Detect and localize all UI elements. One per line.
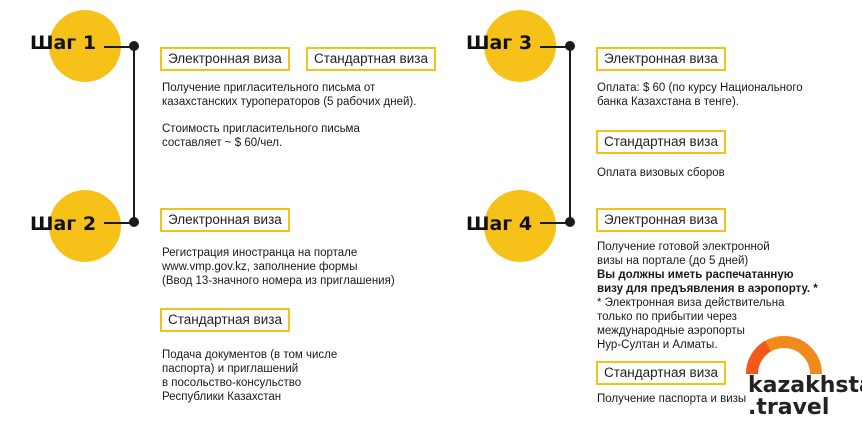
step-3-evisa-description: Оплата: $ 60 (по курсу Национального бан…	[597, 82, 803, 108]
step-3-stdvisa-description: Оплата визовых сборов	[597, 167, 725, 179]
step-3-evisa-tag: Электронная виза	[596, 47, 726, 71]
step-2-stdvisa-description: Подача документов (в том числе паспорта)…	[162, 349, 338, 403]
step-4-stdvisa-description: Получение паспорта и визы	[597, 393, 747, 405]
step-2-label: Шаг 2	[30, 213, 97, 235]
step-1-description: Получение пригласительного письма от каз…	[162, 82, 417, 108]
step-4-stdvisa-tag: Стандартная виза	[596, 361, 726, 385]
logo-text-line1: kazakhstan	[748, 373, 862, 398]
connector-step-3	[540, 46, 570, 48]
step-3-label: Шаг 3	[466, 32, 533, 54]
step-1-label: Шаг 1	[30, 32, 97, 54]
step-2-circle	[49, 190, 121, 262]
logo-text-line2: .travel	[748, 395, 830, 420]
timeline-dot-4	[565, 217, 575, 227]
step-1-stdvisa-tag: Стандартная виза	[306, 47, 436, 71]
timeline-right	[569, 46, 571, 223]
connector-step-1	[104, 46, 134, 48]
step-1-evisa-tag: Электронная виза	[160, 47, 290, 71]
step-2-stdvisa-tag: Стандартная виза	[160, 308, 290, 332]
step-4-evisa-tag: Электронная виза	[596, 208, 726, 232]
step-4-evisa-note: * Электронная виза действительна только …	[597, 297, 785, 351]
step-4-evisa-warning: Вы должны иметь распечатанную визу для п…	[597, 269, 818, 295]
connector-step-4	[540, 222, 570, 224]
kazakhstan-travel-logo-icon	[745, 336, 822, 375]
step-4-circle	[484, 190, 556, 262]
step-3-stdvisa-tag: Стандартная виза	[596, 130, 726, 154]
step-2-evisa-description: Регистрация иностранца на портале www.vm…	[162, 247, 395, 287]
step-1-cost: Стоимость пригласительного письма состав…	[162, 123, 360, 149]
timeline-dot-2	[129, 217, 139, 227]
connector-step-2	[104, 222, 134, 224]
step-4-label: Шаг 4	[466, 213, 533, 235]
timeline-left	[133, 46, 135, 223]
step-2-evisa-tag: Электронная виза	[160, 208, 290, 232]
step-4-evisa-description: Получение готовой электронной визы на по…	[597, 241, 770, 267]
